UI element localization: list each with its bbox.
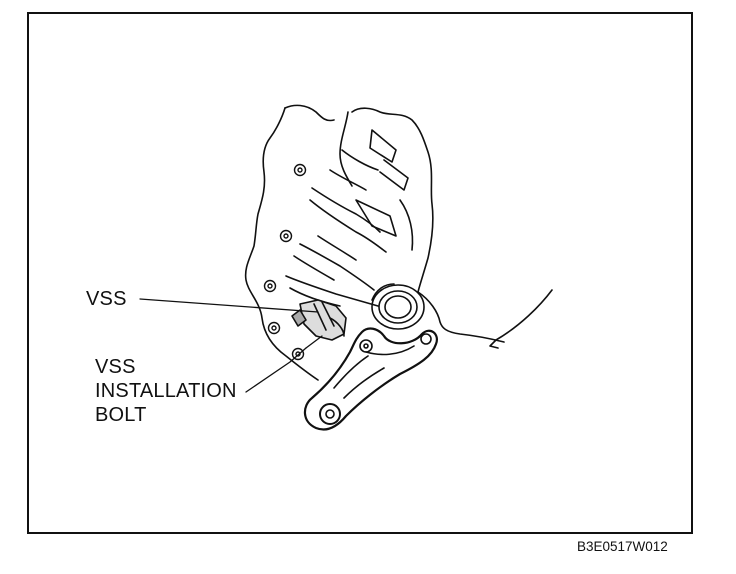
vss-sensor xyxy=(291,299,347,341)
housing-rib xyxy=(341,149,379,171)
vss-bolt-label-line3: BOLT xyxy=(95,404,147,426)
vss-bolt-leader-line xyxy=(245,347,307,393)
housing-top-edge xyxy=(284,104,335,122)
housing-rib xyxy=(293,255,335,281)
output-shaft-seal xyxy=(371,283,425,330)
housing-rib xyxy=(329,169,367,191)
transaxle-housing-outline xyxy=(244,107,319,381)
vss-bolt-label-line2: INSTALLATION xyxy=(95,380,237,402)
vss-installation-bolt-label: VSS INSTALLATION BOLT xyxy=(95,355,237,427)
housing-rib xyxy=(369,129,397,163)
housing-rib xyxy=(299,243,375,291)
housing-bolt-heads xyxy=(263,163,307,361)
figure-frame xyxy=(27,12,693,534)
mounting-bracket xyxy=(303,327,438,431)
vss-label: VSS xyxy=(86,288,127,310)
housing-rib xyxy=(317,235,357,261)
vss-leader-line xyxy=(139,298,319,313)
vss-bolt-label-line1: VSS xyxy=(95,356,136,378)
housing-rib xyxy=(339,111,353,187)
housing-upper-right xyxy=(351,107,434,293)
figure-code: B3E0517W012 xyxy=(577,539,668,554)
housing-rear-edge xyxy=(417,291,505,343)
housing-rib xyxy=(285,275,379,307)
housing-lower-curve xyxy=(495,289,553,341)
housing-rib xyxy=(355,199,397,237)
housing-rib xyxy=(399,199,414,251)
housing-rib xyxy=(309,199,387,253)
housing-rib xyxy=(289,287,341,307)
housing-rib xyxy=(379,159,409,191)
